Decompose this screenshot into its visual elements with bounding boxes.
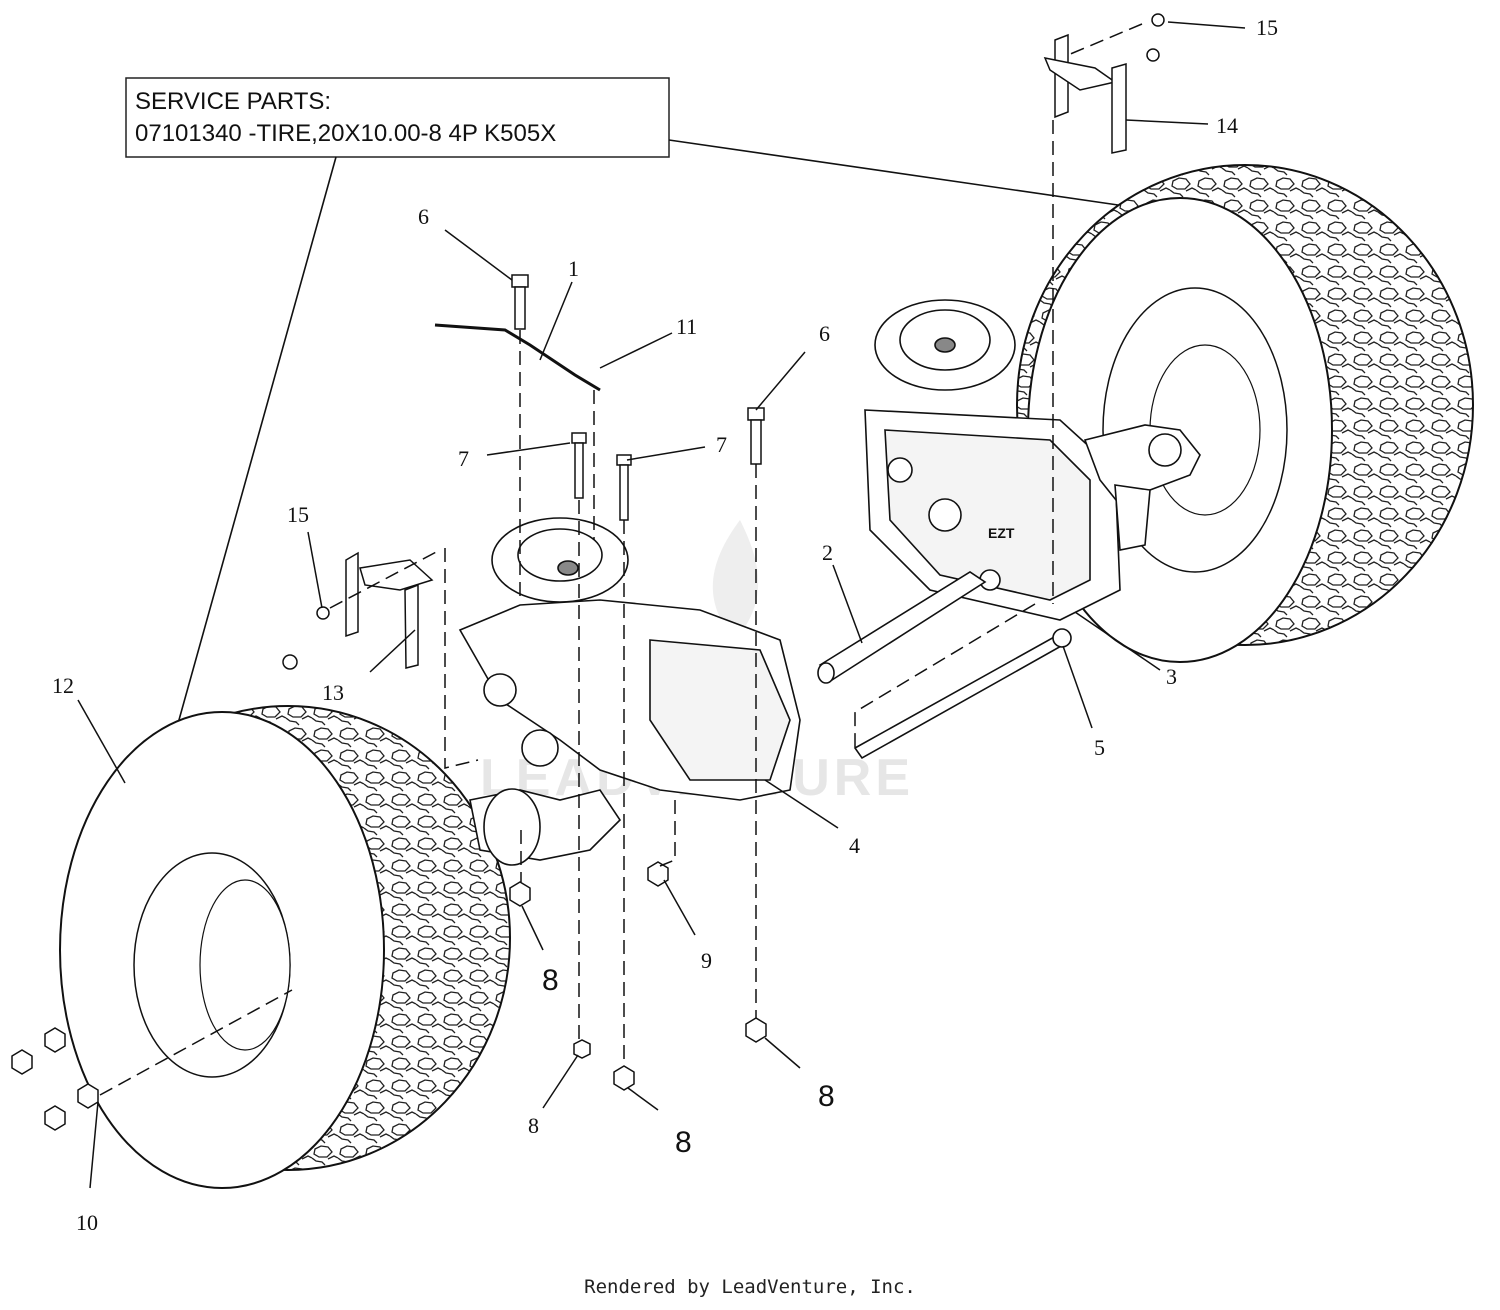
leader-lines bbox=[77, 21, 1246, 1189]
callout-7-left: 7 bbox=[458, 446, 469, 471]
callout-14: 14 bbox=[1216, 113, 1238, 138]
footer-credit: Rendered by LeadVenture, Inc. bbox=[584, 1276, 916, 1298]
callout-10: 10 bbox=[76, 1210, 98, 1235]
axle-parts bbox=[817, 571, 1072, 760]
callout-6-right: 6 bbox=[819, 321, 830, 346]
callout-12: 12 bbox=[52, 673, 74, 698]
service-parts-title: SERVICE PARTS: bbox=[135, 88, 331, 115]
callout-2: 2 bbox=[822, 540, 833, 565]
callout-5: 5 bbox=[1094, 735, 1105, 760]
callout-15-right: 15 bbox=[1256, 15, 1278, 40]
callout-8-large-a: 8 bbox=[542, 964, 559, 997]
service-parts-box: SERVICE PARTS: 07101340 -TIRE,20X10.00-8… bbox=[125, 77, 1119, 746]
callout-7-right: 7 bbox=[716, 432, 727, 457]
callout-15-left: 15 bbox=[287, 502, 309, 527]
transaxle-logo: EZT bbox=[988, 525, 1015, 541]
callout-8-large-b: 8 bbox=[675, 1126, 692, 1159]
right-transaxle: EZT bbox=[864, 299, 1201, 621]
assembly-lines bbox=[99, 23, 1143, 1096]
left-tire bbox=[59, 705, 511, 1189]
callout-9: 9 bbox=[701, 948, 712, 973]
callout-3: 3 bbox=[1166, 664, 1177, 689]
callout-4: 4 bbox=[849, 833, 860, 858]
callout-11: 11 bbox=[676, 314, 697, 339]
callout-13: 13 bbox=[322, 680, 344, 705]
service-parts-tire: 07101340 -TIRE,20X10.00-8 4P K505X bbox=[135, 120, 556, 147]
bracket-14 bbox=[1043, 33, 1127, 154]
left-transaxle bbox=[458, 517, 801, 866]
callout-1: 1 bbox=[568, 256, 579, 281]
callout-8-large-c: 8 bbox=[818, 1080, 835, 1113]
callout-8-small: 8 bbox=[528, 1113, 539, 1138]
control-rod-part1 bbox=[434, 323, 601, 392]
callout-6-left: 6 bbox=[418, 204, 429, 229]
nuts bbox=[11, 861, 767, 1131]
bracket-13 bbox=[345, 551, 434, 669]
callouts: 1 2 3 4 5 6 6 7 7 8 8 8 8 8 9 10 11 12 1… bbox=[52, 15, 1278, 1235]
bolts bbox=[282, 13, 1165, 670]
